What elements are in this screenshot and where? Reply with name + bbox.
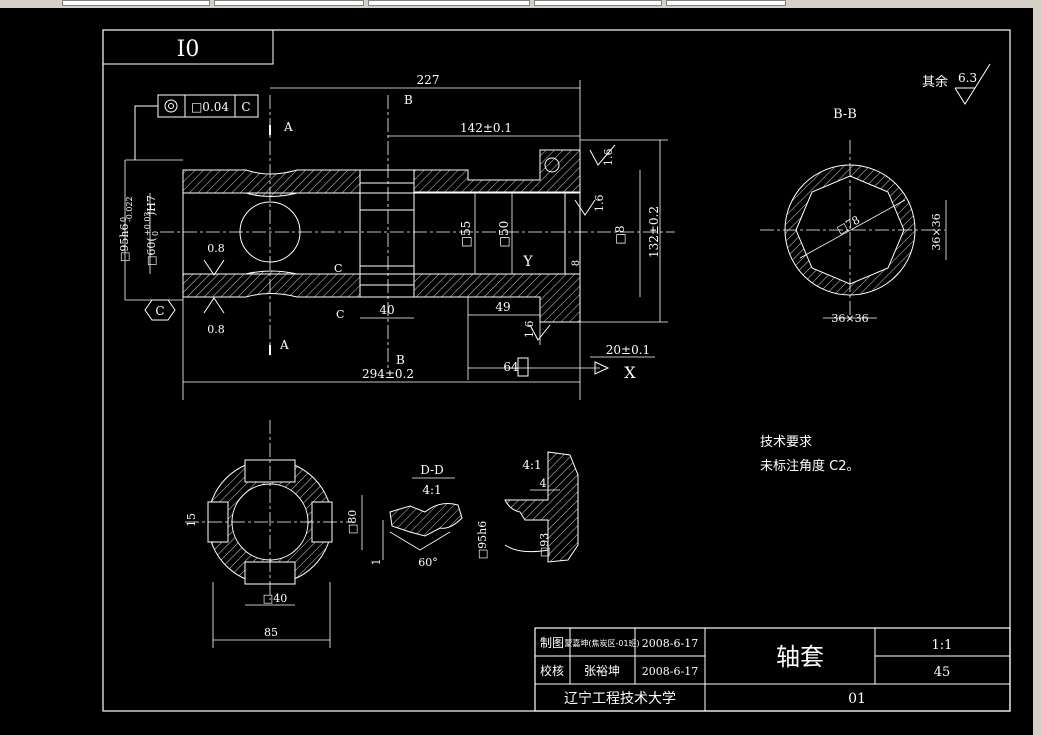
view-aa-dim-15: 15 xyxy=(185,513,198,527)
tech-requirements-line1: 未标注角度 C2。 xyxy=(760,458,859,474)
dim-inner-dia: □55 xyxy=(459,221,473,248)
toolbar-field-2[interactable] xyxy=(214,0,364,6)
dim-overall-length: 227 xyxy=(417,73,440,87)
section-b-top: B xyxy=(404,93,413,107)
dim-left-bore: □60( xyxy=(145,237,158,266)
dim-outer-dia: 132±0.2 xyxy=(647,206,661,258)
roughness-icon-5 xyxy=(529,324,551,341)
checked-date: 2008-6-17 xyxy=(642,665,698,678)
title-block: 制图 蒙嘉坤(焦炭区-01班) 2008-6-17 校核 张裕坤 2008-6-… xyxy=(534,627,1011,712)
dim-fit-tol-upper: 0 xyxy=(119,217,128,222)
view-bb-width: 36×36 xyxy=(831,312,868,325)
roughness-3: 0.8 xyxy=(207,242,225,255)
material: 45 xyxy=(934,665,951,680)
view-aa-dim-80: □80 xyxy=(346,510,359,534)
drawn-date: 2008-6-17 xyxy=(642,637,698,650)
toolbar-field-5[interactable] xyxy=(666,0,786,6)
dim-left-fit: □95h6 xyxy=(118,224,131,262)
drawn-name: 蒙嘉坤(焦炭区-01班) xyxy=(564,638,639,648)
view-dd-dim-1: 1 xyxy=(370,559,383,566)
roughness-note: 其余 6.3 xyxy=(922,63,991,105)
dim-small-dia: □8 xyxy=(613,226,627,245)
roughness-symbol-icon xyxy=(954,63,991,105)
detail-dim-fit: □95h6 xyxy=(476,521,489,559)
checked-label: 校核 xyxy=(540,663,564,678)
tolerance-frame: □0.04 C xyxy=(134,94,259,160)
view-aa: 15 □80 □40 85 xyxy=(185,420,363,648)
view-dd: D-D 4:1 60° 1 xyxy=(370,463,463,569)
view-dd-angle: 60° xyxy=(418,556,438,569)
mark-y: Y xyxy=(522,254,533,270)
toolbar-field-1[interactable] xyxy=(62,0,210,6)
drawing-scale: 1:1 xyxy=(932,638,953,653)
toolbar-field-3[interactable] xyxy=(368,0,530,6)
toolbar-field-4[interactable] xyxy=(534,0,662,6)
dim-step: 64 xyxy=(503,360,519,374)
dim-bore: □50 xyxy=(497,221,511,248)
view-bb-height: 36×36 xyxy=(930,213,943,250)
dim-tol-fit: )H7 xyxy=(145,195,158,216)
section-a-bottom: A xyxy=(279,338,289,352)
concentricity-icon xyxy=(164,99,178,113)
tech-requirements-title: 技术要求 xyxy=(760,435,812,450)
dim-tol-lower: 0 xyxy=(151,231,160,236)
part-code-box: I0 xyxy=(102,29,274,65)
dim-offset: 20±0.1 xyxy=(606,343,650,357)
view-detail: 4:1 4 □95h6 □93 xyxy=(476,451,579,563)
roughness-icon-2 xyxy=(574,199,596,216)
view-aa-dim-40: □40 xyxy=(263,592,287,605)
part-code: I0 xyxy=(177,37,200,62)
roughness-icon-1 xyxy=(589,144,616,166)
roughness-note-label: 其余 xyxy=(922,74,948,90)
dim-hole-depth: 49 xyxy=(495,300,510,314)
section-b-bottom: B xyxy=(396,353,405,367)
detail-scale: 4:1 xyxy=(522,458,541,472)
roughness-5: 1.6 xyxy=(523,321,536,339)
drawing-number: 01 xyxy=(848,691,866,707)
roughness-note-value: 6.3 xyxy=(958,71,977,85)
tolerance-datum: C xyxy=(241,100,250,114)
dim-tol-upper: +0.03 xyxy=(143,211,152,236)
detail-dim-dia: □93 xyxy=(538,533,551,557)
view-aa-dim-85: 85 xyxy=(264,626,278,639)
scrollbar-strip[interactable] xyxy=(1033,8,1041,735)
datum-c-icon xyxy=(144,299,176,321)
mark-8: 8 xyxy=(571,260,582,266)
dim-flange-to-end: 142±0.1 xyxy=(460,121,512,135)
view-bb-title: B-B xyxy=(833,107,857,122)
mark-x: X xyxy=(624,363,636,382)
view-bb: B-B □78 36×36 36×36 xyxy=(760,107,947,325)
roughness-icon-4 xyxy=(203,297,225,314)
toolbar-strip xyxy=(0,0,1041,8)
dim-total: 294±0.2 xyxy=(362,367,414,381)
roughness-2: 1.6 xyxy=(593,195,606,213)
checked-name: 张裕坤 xyxy=(584,663,620,678)
main-view: 227 142±0.1 294±0.2 40 49 64 20±0.1 X 13… xyxy=(118,73,675,400)
roughness-1: 1.6 xyxy=(602,149,615,167)
part-name: 轴套 xyxy=(776,643,824,671)
dim-fit-tol-lower: -0.022 xyxy=(125,196,134,222)
drawn-label: 制图 xyxy=(540,636,564,650)
tolerance-value: □0.04 xyxy=(191,100,229,114)
roughness-icon-3 xyxy=(203,259,225,276)
view-dd-title: D-D xyxy=(420,463,444,477)
detail-dim-4: 4 xyxy=(540,477,547,490)
section-a-top: A xyxy=(283,120,293,134)
dim-groove: 40 xyxy=(379,303,394,317)
school-name: 辽宁工程技术大学 xyxy=(564,690,676,707)
section-c-bottom: C xyxy=(336,308,344,321)
datum-c-label: C xyxy=(155,304,164,318)
roughness-4: 0.8 xyxy=(207,323,225,336)
cad-drawing-canvas[interactable]: I0 其余 6.3 □0.04 C xyxy=(0,8,1033,735)
section-c-top: C xyxy=(334,262,342,275)
canvas-background xyxy=(0,8,1033,735)
view-dd-scale: 4:1 xyxy=(422,483,441,497)
